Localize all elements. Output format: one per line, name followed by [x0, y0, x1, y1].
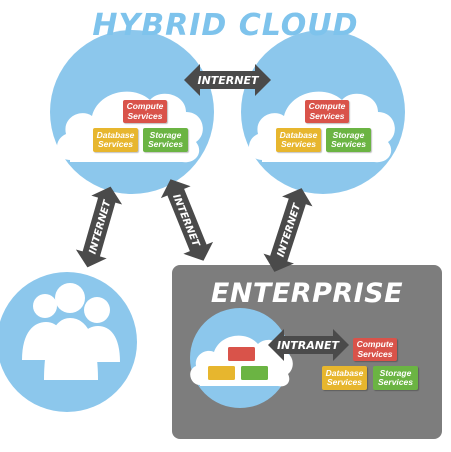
users-icon [22, 283, 120, 380]
compute-label-left: Compute Services [126, 101, 164, 121]
database-services-right: Database Services [276, 128, 321, 152]
internet-arrow-enterprise-right [263, 188, 313, 272]
storage-label-left: Storage Services [148, 129, 183, 149]
compute-label-right: Compute Services [308, 101, 346, 121]
database-services-left: Database Services [93, 128, 138, 152]
compute-services-left: Compute Services [123, 100, 167, 123]
internet-label-top: INTERNET [197, 74, 260, 87]
storage-services-left: Storage Services [143, 128, 188, 152]
intranet-label: INTRANET [277, 339, 341, 352]
enterprise-title: ENTERPRISE [210, 278, 404, 309]
compute-label-enterprise: Compute Services [356, 339, 394, 359]
storage-services-right: Storage Services [326, 128, 371, 152]
mini-storage-block [241, 366, 268, 380]
database-label-left: Database Services [96, 129, 135, 149]
database-label-enterprise: Database Services [325, 367, 364, 387]
internet-arrow-enterprise-left [160, 179, 214, 261]
intranet-arrow [268, 329, 349, 361]
internet-arrow-users [75, 186, 123, 268]
database-services-enterprise: Database Services [322, 366, 367, 390]
storage-label-enterprise: Storage Services [378, 367, 413, 387]
database-label-right: Database Services [279, 129, 318, 149]
diagram-title: HYBRID CLOUD [92, 8, 359, 43]
mini-compute-block [228, 347, 255, 361]
compute-services-enterprise: Compute Services [353, 338, 397, 361]
storage-services-enterprise: Storage Services [373, 366, 418, 390]
internet-arrow-top [184, 64, 271, 96]
mini-database-block [208, 366, 235, 380]
compute-services-right: Compute Services [305, 100, 349, 123]
storage-label-right: Storage Services [331, 129, 366, 149]
